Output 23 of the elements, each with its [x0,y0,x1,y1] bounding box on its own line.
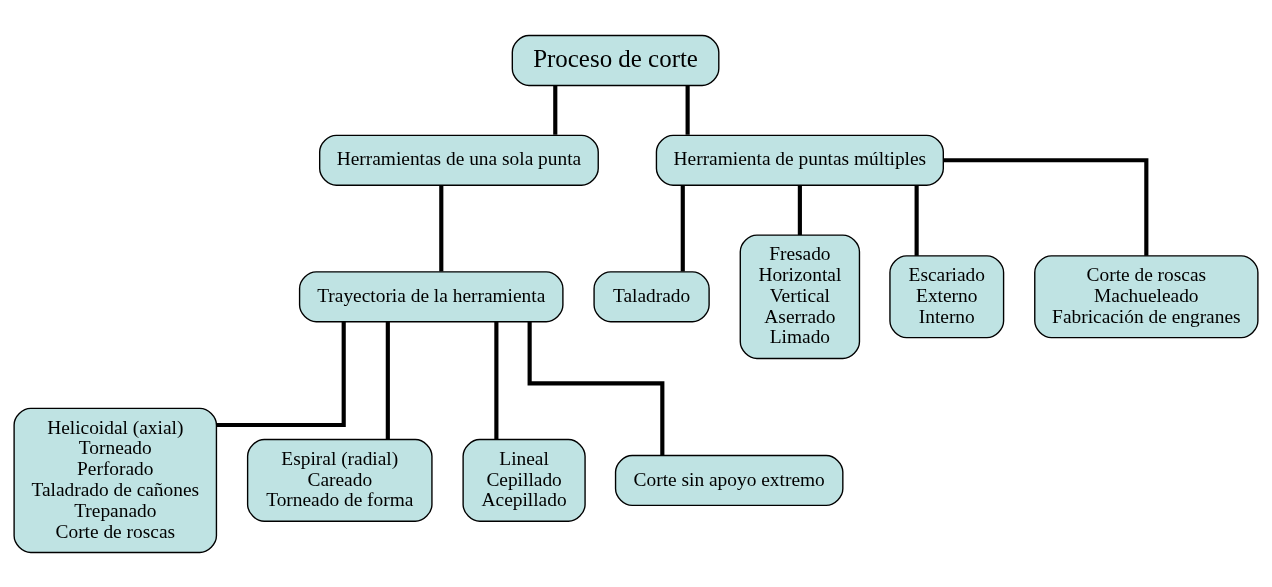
connector [494,321,499,439]
connector [216,321,346,427]
connector [527,321,665,455]
connector [385,321,390,439]
node-box: Helicoidal (axial) Torneado Perforado Taladrado de cañones Trepanado Corte de roscas [13,407,218,553]
node-box: Herramientas de una sola punta [319,134,599,186]
connector [797,184,802,235]
node-box: Herramienta de puntas múltiples [655,134,944,186]
node-box: Espiral (radial) Careado Torneado de forma [246,438,433,522]
connector [680,184,685,271]
connector [943,157,1149,256]
node-box: Lineal Cepillado Acepillado [462,438,586,522]
connector [553,85,558,135]
node-box: Corte de roscas Machueleado Fabricación de engranes [1034,254,1259,338]
node-box: Fresado Horizontal Vertical Aserrado Limado [739,233,861,359]
node-box: Corte sin apoyo extremo [614,454,844,506]
connector [914,184,919,256]
node-box: Proceso de corte [511,34,720,86]
node-box: Taladrado [593,270,710,322]
connector [685,85,690,135]
node-box: Trayectoria de la herramienta [298,270,564,322]
node-box: Escariado Externo Interno [889,254,1005,338]
connector [439,184,444,271]
